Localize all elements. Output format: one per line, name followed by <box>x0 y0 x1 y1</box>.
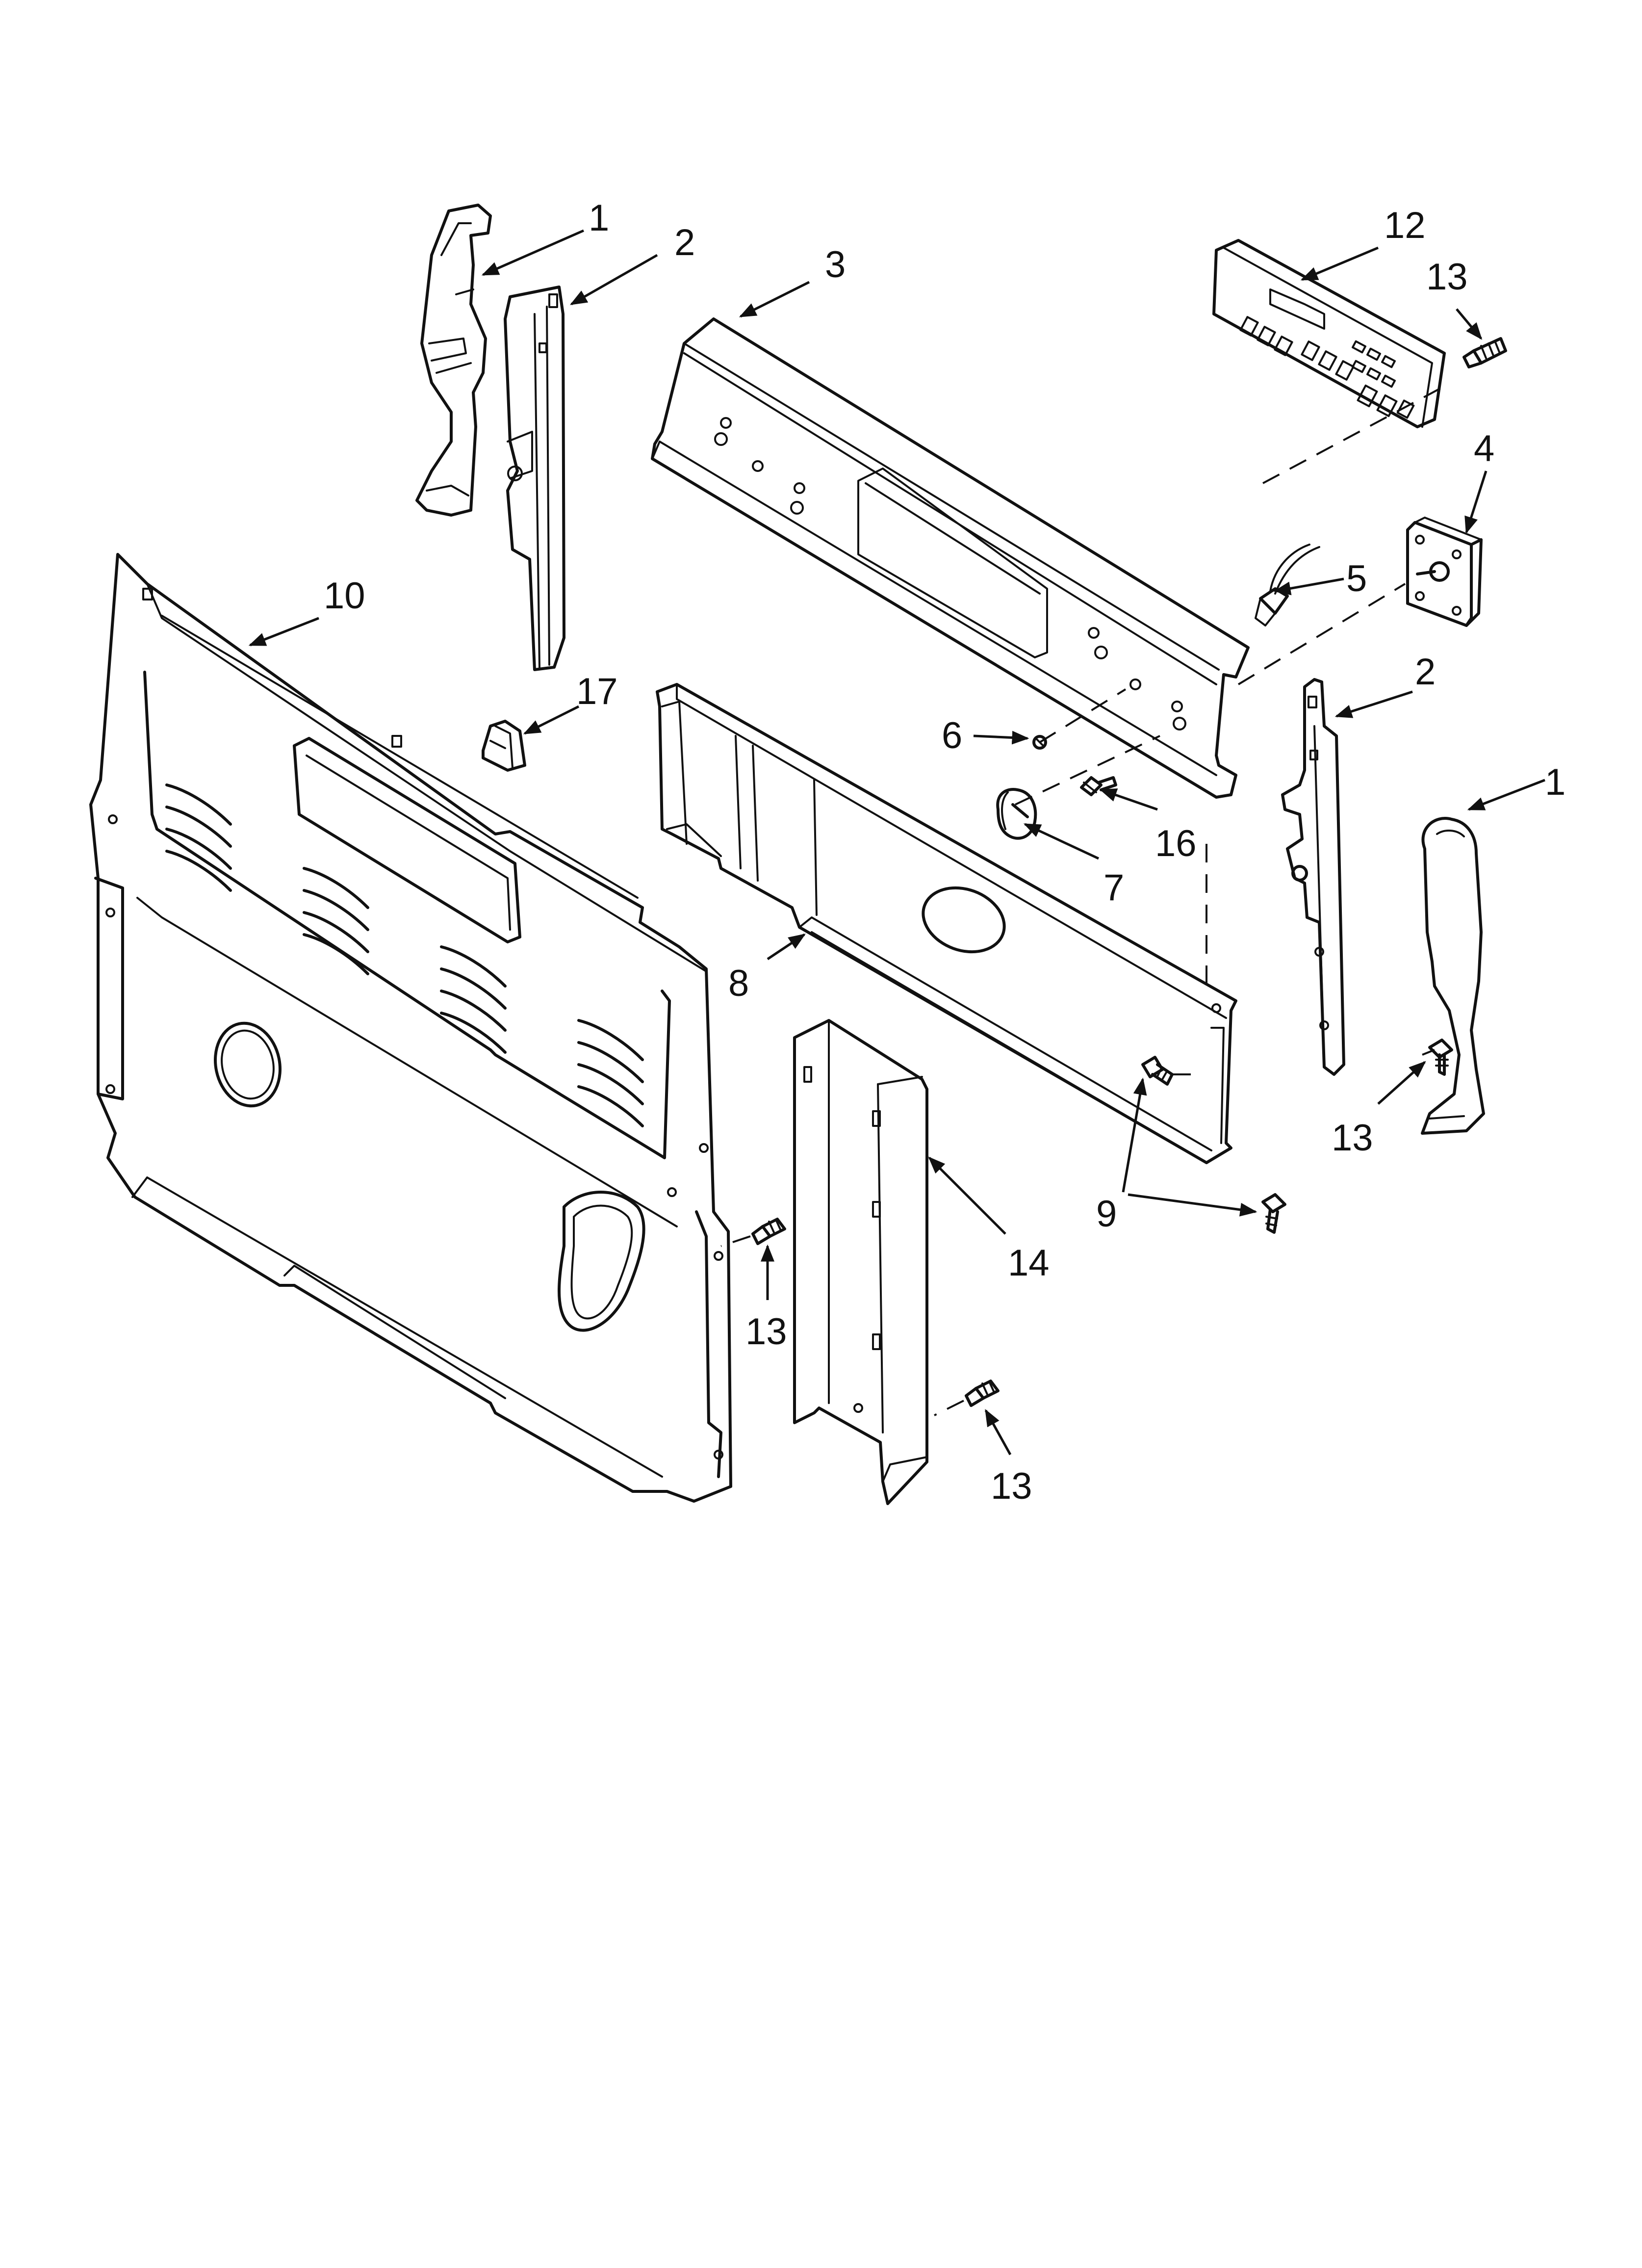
callout-8: 8 <box>728 963 749 1004</box>
part-16-bolt <box>1080 776 1117 796</box>
part-7-knob <box>996 788 1037 840</box>
callout-13-bottom-left: 13 <box>745 1311 787 1353</box>
part-14-channel-bracket <box>793 1019 928 1505</box>
callout-2-right: 2 <box>1415 651 1436 693</box>
part-13-screw-right <box>1428 1039 1453 1076</box>
part-1-right-end-cap <box>1421 817 1485 1135</box>
part-17-clip <box>482 720 526 772</box>
callout-13-right: 13 <box>1332 1117 1373 1159</box>
callout-14: 14 <box>1008 1242 1050 1284</box>
part-2-left-bracket <box>504 286 565 671</box>
callout-7: 7 <box>1103 867 1124 909</box>
callout-1-left: 1 <box>589 197 609 239</box>
assembly-lines <box>720 387 1442 1416</box>
part-1-left-end-cap <box>415 204 492 517</box>
part-10-rear-panel <box>89 553 732 1503</box>
callout-3: 3 <box>825 244 846 286</box>
part-8-lower-panel <box>656 683 1237 1164</box>
part-4-switch <box>1406 517 1483 627</box>
callout-17: 17 <box>576 671 618 712</box>
part-13-screw-bottom-center <box>965 1380 1000 1407</box>
part-9-screw-lower <box>1261 1193 1286 1234</box>
part-2-right-bracket <box>1281 678 1345 1076</box>
part-13-screw-top <box>1462 337 1507 368</box>
callout-6: 6 <box>942 715 962 756</box>
callout-13-top: 13 <box>1426 256 1468 298</box>
part-12-electronic-control <box>1212 239 1446 428</box>
callout-5: 5 <box>1346 558 1367 600</box>
callout-1-right: 1 <box>1545 761 1565 803</box>
part-13-screw-bottom-left <box>751 1218 786 1245</box>
callout-4: 4 <box>1474 428 1494 469</box>
callout-9: 9 <box>1096 1193 1117 1235</box>
callout-labels: 1 2 3 12 13 4 5 10 17 2 1 6 16 7 8 13 9 … <box>324 197 1565 1507</box>
callout-2-left: 2 <box>674 222 695 263</box>
leader-arrows <box>248 229 1545 1456</box>
callout-12: 12 <box>1384 205 1426 246</box>
callout-16: 16 <box>1155 823 1197 864</box>
part-9-screw-upper <box>1141 1056 1174 1086</box>
callout-13-bottom-center: 13 <box>991 1465 1032 1507</box>
part-3-control-panel <box>651 317 1250 799</box>
callout-10: 10 <box>324 575 365 617</box>
